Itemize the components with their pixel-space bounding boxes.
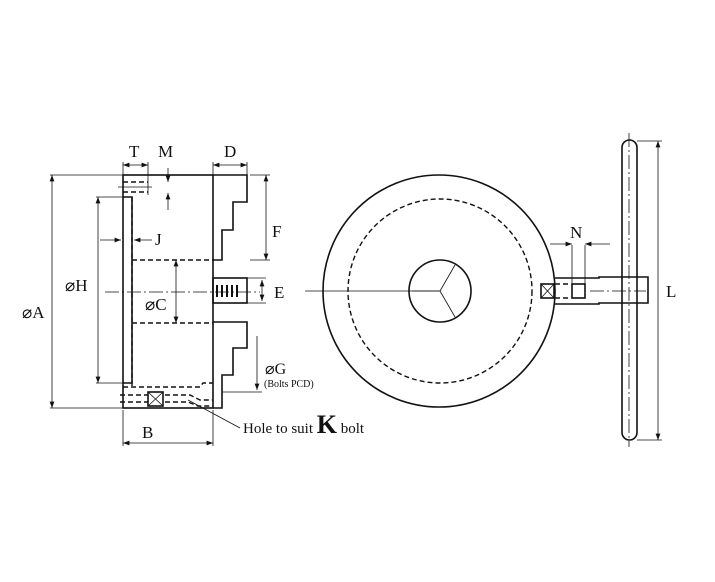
bottom-jaw (213, 321, 248, 409)
label-H: ⌀H (65, 276, 88, 295)
label-N: N (570, 223, 582, 242)
bolt-hole-symbol (147, 391, 164, 407)
side-view: T M D F J ⌀H ⌀C E ⌀A ⌀G (Bolts PCD) B Ho… (22, 142, 365, 446)
chuck-key (540, 133, 649, 447)
label-B: B (142, 423, 153, 442)
front-view: N L (305, 133, 676, 447)
label-L: L (666, 282, 676, 301)
label-J: J (155, 230, 162, 249)
label-F: F (272, 222, 281, 241)
key-handle (621, 139, 638, 441)
label-C: ⌀C (145, 295, 167, 314)
dimension-lines (49, 162, 270, 446)
label-T: T (129, 142, 140, 161)
pinion-thread (216, 285, 238, 297)
label-E: E (274, 283, 284, 302)
key-dimensions (550, 140, 662, 441)
center-bore (408, 259, 472, 323)
label-D: D (224, 142, 236, 161)
pinion-block (212, 277, 248, 304)
label-bolts-pcd: (Bolts PCD) (264, 379, 314, 390)
top-jaw (213, 174, 248, 261)
label-A: ⌀A (22, 303, 45, 322)
label-M: M (158, 142, 173, 161)
label-hole-to-suit-k-bolt: Hole to suit K bolt (243, 410, 365, 439)
label-G: ⌀G (265, 361, 287, 378)
key-socket-symbol (540, 283, 555, 299)
